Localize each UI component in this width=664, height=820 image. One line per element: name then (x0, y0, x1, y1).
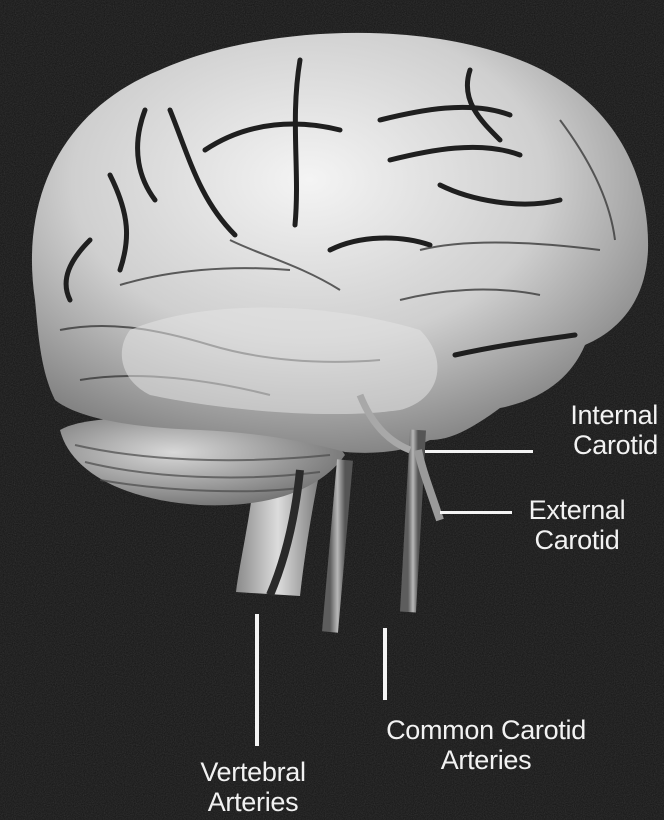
label-external-carotid: External Carotid (512, 495, 642, 555)
leader-internal-carotid (425, 450, 533, 453)
leader-vertebral (255, 614, 259, 746)
temporal-lobe (122, 308, 438, 415)
label-vertebral: Vertebral Arteries (172, 757, 334, 817)
leader-external-carotid (440, 511, 512, 514)
leader-common-carotid (383, 628, 387, 700)
label-common-carotid: Common Carotid Arteries (355, 715, 617, 775)
label-internal-carotid: Internal Carotid (540, 400, 658, 460)
